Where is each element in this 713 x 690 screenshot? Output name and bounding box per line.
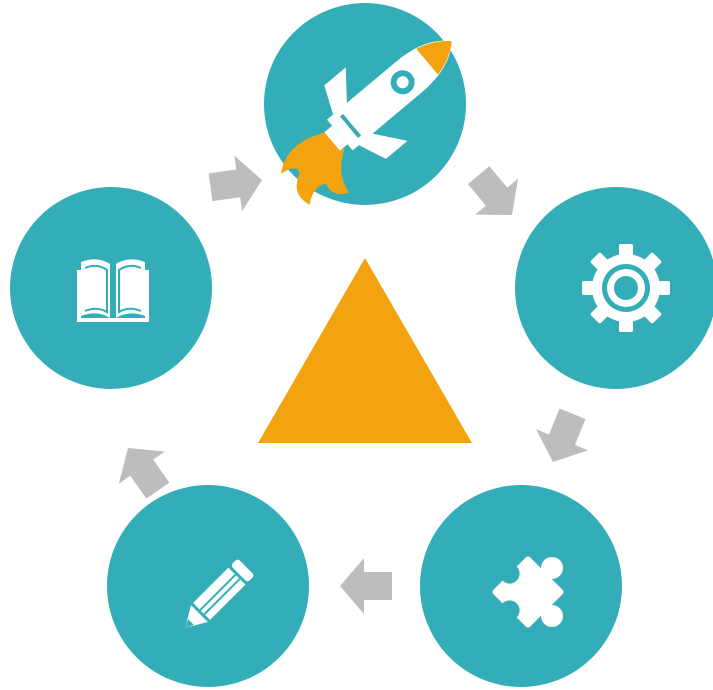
arrow-left-to-top — [206, 152, 266, 215]
node-bottom-left — [107, 485, 309, 687]
book-icon — [77, 259, 149, 322]
center-triangle — [258, 258, 472, 443]
gear-icon — [582, 244, 670, 332]
arrow-bottom-right-to-bottom-left — [340, 558, 392, 614]
pencil-icon — [185, 559, 254, 628]
arrow-top-to-right — [457, 157, 534, 233]
rocket-icon — [281, 40, 452, 205]
arrow-right-to-bottom-right — [527, 403, 599, 473]
puzzle-icon — [492, 556, 564, 628]
node-left — [10, 187, 212, 389]
